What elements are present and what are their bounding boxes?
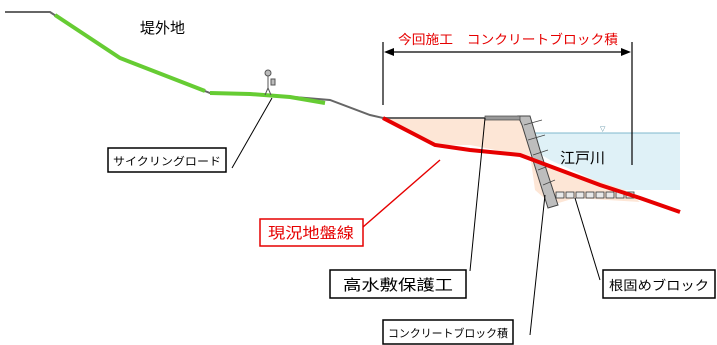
river-name-label: 江戸川: [560, 149, 605, 167]
embankment-profile: [5, 11, 518, 119]
high-water-revetment-label: 高水敷保護工: [343, 276, 453, 294]
range-arrow-right: [621, 48, 631, 56]
leader-high-water-revetment: [469, 117, 486, 272]
high-water-revetment-label-box: [329, 269, 467, 299]
grass-slope-lower: [209, 91, 326, 105]
block-joint: [523, 119, 543, 126]
block-joint: [542, 179, 556, 186]
cycling-road-label-box: [107, 147, 227, 173]
existing-ground-line: [382, 116, 681, 214]
block-joint: [527, 134, 546, 141]
concrete-block-wall-label: コンクリートブロック積: [388, 326, 508, 340]
cycling-road-label: サイクリングロード: [113, 154, 221, 168]
leader-base-block: [574, 197, 601, 281]
construction-fill-area: [383, 118, 640, 205]
current-ground-label: 現況地盤線: [268, 224, 354, 242]
person-figure: [264, 69, 276, 96]
leader-cycling-road: [231, 97, 273, 169]
concrete-block-wall-label-box: [382, 319, 514, 345]
water-level-mark: ▽: [600, 125, 606, 133]
leader-concrete-block-wall: [529, 194, 546, 336]
high-water-revetment-shape: [484, 115, 521, 121]
outer-land-label: 堤外地: [140, 19, 185, 37]
river-water: [523, 133, 680, 190]
leader-current-ground: [362, 159, 441, 228]
construction-title-label: 今回施工 コンクリートブロック積: [398, 32, 618, 48]
base-block-label: 根固めブロック: [609, 278, 709, 294]
base-block-label-box: [602, 269, 716, 299]
range-arrow-left: [384, 48, 394, 56]
grass-slope-upper: [53, 13, 206, 93]
block-joint: [532, 149, 549, 156]
current-ground-label-box: [259, 218, 364, 247]
